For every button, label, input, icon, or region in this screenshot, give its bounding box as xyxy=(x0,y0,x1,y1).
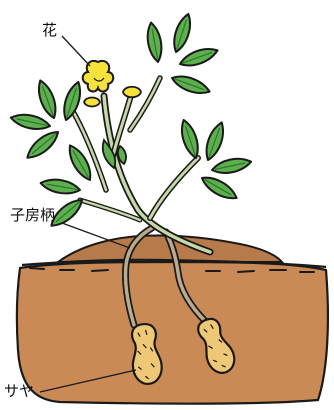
label-flower-group: 花 xyxy=(42,21,90,66)
label-pod: サヤ xyxy=(4,382,34,400)
flower-main xyxy=(83,61,114,92)
leader-line-flower xyxy=(62,36,90,66)
flower-bud-2 xyxy=(123,87,141,98)
label-flower: 花 xyxy=(42,21,57,39)
flower-bud-1 xyxy=(84,98,100,107)
soil-body xyxy=(17,262,328,404)
label-gynophore: 子房柄 xyxy=(10,206,55,224)
